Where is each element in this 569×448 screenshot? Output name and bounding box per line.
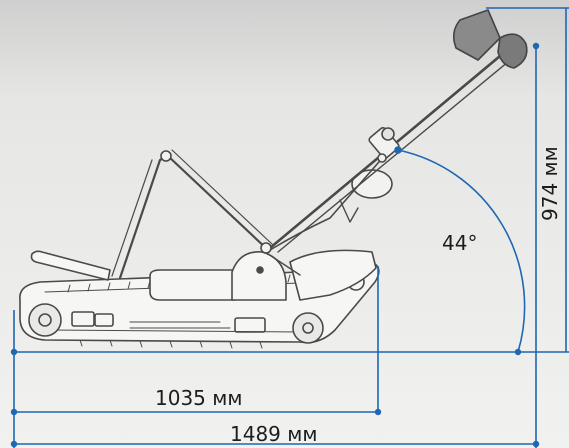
rear-cover (289, 249, 377, 301)
height-label: 974 мм (538, 146, 562, 221)
chassis-box-2 (94, 313, 114, 327)
handle-grip (497, 33, 528, 69)
diagonal-brace (166, 154, 270, 252)
seat-support (339, 199, 359, 223)
track-outline (19, 261, 380, 344)
chassis-box (71, 311, 95, 327)
total-length-label: 1489 мм (230, 422, 317, 446)
angle-arc (397, 149, 526, 353)
cross-link (261, 249, 301, 276)
track-length-label: 1035 мм (155, 386, 242, 410)
front-wheel-hub (38, 313, 52, 327)
column-lower-arm (269, 154, 386, 251)
joint-seat (377, 153, 387, 163)
front-wheel (28, 303, 62, 337)
motor-housing (149, 269, 236, 301)
column-knob (381, 127, 395, 141)
diagonal-brace-inner (171, 149, 273, 245)
dimension-lines (13, 7, 569, 448)
foot-handle (30, 250, 111, 281)
angle-label: 44° (442, 231, 477, 255)
stairlift-drawing (19, 9, 528, 349)
rear-wheel-hub (302, 322, 314, 334)
handle-head (452, 9, 501, 61)
chassis-box-3 (234, 317, 266, 333)
front-strut-inner (111, 159, 153, 277)
rear-wheel (292, 312, 324, 344)
dimension-points (10, 42, 540, 448)
joint-mid (260, 242, 272, 254)
joint-top (160, 150, 172, 162)
